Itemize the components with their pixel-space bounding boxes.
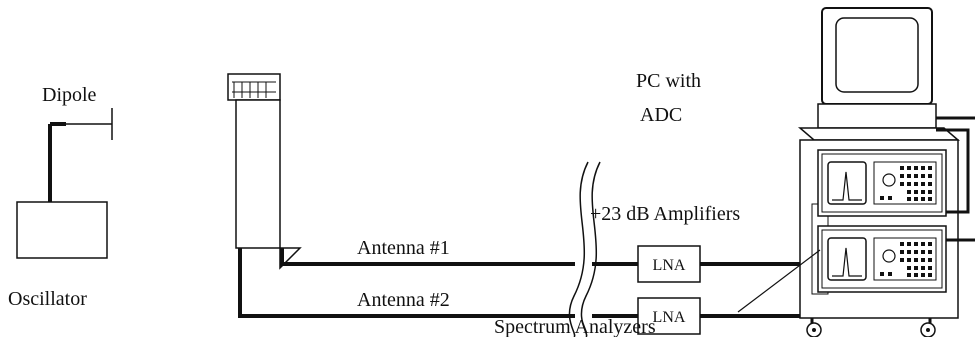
keypad-icon	[880, 166, 932, 201]
dipole-label: Dipole	[42, 84, 97, 106]
monitor-icon	[817, 7, 937, 129]
spectrum-analyzers-label: Spectrum Analyzers	[494, 316, 656, 337]
oscillator-box	[16, 201, 108, 259]
pc-label-line1: PC with	[636, 70, 701, 92]
spectrum-analyzer-2	[817, 225, 947, 293]
lna2-label: LNA	[653, 309, 686, 326]
keypad-icon	[880, 242, 932, 277]
antenna1-label: Antenna #1	[357, 237, 450, 259]
lna2-box: LNA	[637, 297, 701, 335]
rack-wheels	[806, 318, 936, 338]
antenna1-cable-left	[280, 248, 575, 266]
oscillator-label: Oscillator	[8, 288, 87, 310]
lna1-box: LNA	[637, 245, 701, 283]
receive-antenna-icon	[227, 73, 302, 270]
antenna2-label: Antenna #2	[357, 289, 450, 311]
lna1-label: LNA	[653, 257, 686, 274]
dipole-icon	[48, 108, 113, 202]
cable-break-icon	[568, 161, 601, 338]
pc-label-line2: ADC	[640, 104, 682, 126]
antenna2-cable-left	[238, 248, 575, 318]
amplifiers-label: +23 dB Amplifiers	[590, 203, 740, 225]
transmitter: Dipole Oscillator	[8, 84, 113, 310]
pc-cables	[936, 116, 975, 242]
cables	[238, 248, 820, 318]
spectrum-analyzers-pointer	[737, 249, 821, 313]
spectrum-analyzer-1	[817, 149, 947, 217]
